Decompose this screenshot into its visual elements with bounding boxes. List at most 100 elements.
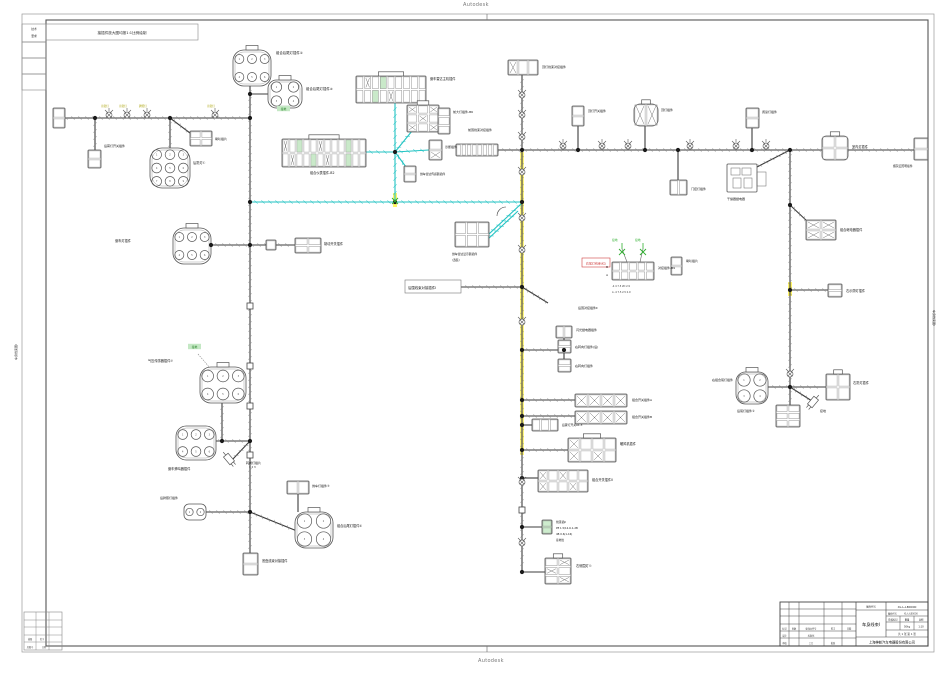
label: 接地线 xyxy=(556,538,564,542)
label: 后雾灯① xyxy=(193,160,206,165)
label: 门控灯插件 xyxy=(691,186,706,191)
revision-table xyxy=(23,611,63,651)
label: 日期 xyxy=(847,627,852,631)
svg-text:8: 8 xyxy=(169,180,171,183)
label: 4B 0.6(1-16) xyxy=(556,532,572,536)
box-outline xyxy=(21,41,47,59)
svg-text:1: 1 xyxy=(239,58,241,61)
svg-text:右示廓灯插件: 右示廓灯插件 xyxy=(846,288,866,293)
label: 前围线束对接插件 xyxy=(468,127,492,132)
box-outline xyxy=(21,57,47,75)
svg-text:共 1 张 第 1 张: 共 1 张 第 1 张 xyxy=(898,632,916,636)
svg-text:牌照灯: 牌照灯 xyxy=(139,104,147,108)
junction-dot xyxy=(561,347,567,353)
label: 气压传感器插件② xyxy=(148,358,173,363)
svg-text:4B 0.6(1-16): 4B 0.6(1-16) xyxy=(556,532,572,536)
label: 签字 xyxy=(40,637,45,641)
connector-block xyxy=(406,100,440,133)
svg-text:批准: 批准 xyxy=(831,641,836,645)
label: 阶段标记 xyxy=(888,618,898,622)
svg-text:比例: 比例 xyxy=(919,618,924,622)
junction-dot xyxy=(642,147,648,153)
svg-text:底盘线束对接插件: 底盘线束对接插件 xyxy=(262,558,288,563)
connector-block xyxy=(574,410,628,425)
junction-dot xyxy=(247,199,253,205)
lamp-icon xyxy=(517,88,527,99)
radar-main-connector xyxy=(355,71,427,104)
connector-block xyxy=(403,165,417,183)
combo-relay-connector xyxy=(805,219,837,241)
connector-block xyxy=(670,256,683,276)
company-name: 上海神舵汽车电器股份有限公司 xyxy=(869,640,915,645)
connector-block xyxy=(557,358,572,373)
svg-text:-4 4 7.5 2D 2.9: -4 4 7.5 2D 2.9 xyxy=(612,285,630,288)
junction-dot xyxy=(519,284,525,290)
label: 牌照灯 xyxy=(139,104,147,108)
cross-marker xyxy=(391,197,399,205)
junction-dot xyxy=(219,438,225,444)
svg-text:车身线束图Ⅰ: 车身线束图Ⅰ xyxy=(932,310,937,326)
svg-text:描图: 描图 xyxy=(28,637,32,641)
label: 倒车灯插件 xyxy=(115,238,132,243)
wire xyxy=(789,204,809,223)
svg-text:后雾灯①: 后雾灯① xyxy=(193,160,206,165)
svg-text:对接插件-B9: 对接插件-B9 xyxy=(658,265,675,270)
label: 签字 xyxy=(831,627,836,631)
roof-joint-connector xyxy=(507,59,539,76)
label: 后牌照灯插件 xyxy=(160,495,178,500)
svg-text:右组合尾灯插件: 右组合尾灯插件 xyxy=(712,377,733,382)
svg-text:5: 5 xyxy=(222,393,224,396)
svg-text:B: B xyxy=(606,265,608,269)
lamp-icon xyxy=(517,475,527,486)
junction-dot xyxy=(167,115,173,121)
svg-text:4: 4 xyxy=(759,395,761,398)
frame-inner xyxy=(45,19,929,647)
svg-text:A -4 7.5 2.5 2.9: A -4 7.5 2.5 2.9 xyxy=(612,291,631,294)
label: 后围对接插件Ⅱ xyxy=(578,305,598,310)
svg-text:1: 1 xyxy=(207,375,209,378)
svg-text:签字: 签字 xyxy=(831,627,836,631)
svg-text:2: 2 xyxy=(195,433,197,436)
label: 喇叭插片 xyxy=(686,258,698,263)
svg-text:1: 1 xyxy=(189,511,191,514)
svg-text:6: 6 xyxy=(183,167,185,170)
svg-text:组合后尾灯插件④: 组合后尾灯插件④ xyxy=(337,523,362,528)
label: 图样代号 xyxy=(866,605,876,609)
label: 技术 xyxy=(31,27,37,31)
note-cell xyxy=(45,23,199,41)
junction-dot xyxy=(247,115,253,121)
svg-text:后牌照灯插件: 后牌照灯插件 xyxy=(160,495,178,500)
label: 喇叭插片 xyxy=(215,136,227,141)
label: 顶灯线束对接插件 xyxy=(542,64,566,69)
svg-text:后围线束对接插件Ⅰ: 后围线束对接插件Ⅰ xyxy=(408,285,436,290)
lamp-icon xyxy=(731,139,741,150)
connector-block xyxy=(87,149,102,169)
svg-text:2: 2 xyxy=(169,154,171,157)
instrument-connector xyxy=(281,134,367,168)
junction-dot xyxy=(787,287,793,293)
svg-text:2: 2 xyxy=(200,511,202,514)
svg-text:组合开关插件Ⅱ: 组合开关插件Ⅱ xyxy=(592,477,613,482)
wire xyxy=(788,387,792,405)
connector-block xyxy=(669,179,688,196)
label: 烟灰缸照明插件 xyxy=(893,164,913,168)
lamp-icon xyxy=(785,367,795,378)
svg-text:3: 3 xyxy=(238,375,240,378)
svg-text:示宽灯: 示宽灯 xyxy=(101,104,109,108)
rear-lamp-branch xyxy=(60,116,250,120)
label: 工艺 xyxy=(809,641,814,645)
junction-dot xyxy=(519,569,525,575)
label: 后尾灯插件② xyxy=(737,408,755,413)
svg-text:接地线: 接地线 xyxy=(556,538,564,542)
svg-text:5: 5 xyxy=(195,450,197,453)
label: 设计 xyxy=(782,634,787,638)
label: 后雾灯开关插件 xyxy=(104,143,125,148)
cross-marker xyxy=(618,248,626,256)
svg-text:底图号: 底图号 xyxy=(27,645,34,649)
label: 干燥器继电器 xyxy=(727,196,745,201)
label: 要求 xyxy=(31,34,37,38)
label: 右示廓灯插件 xyxy=(846,288,866,293)
wire xyxy=(521,286,549,304)
